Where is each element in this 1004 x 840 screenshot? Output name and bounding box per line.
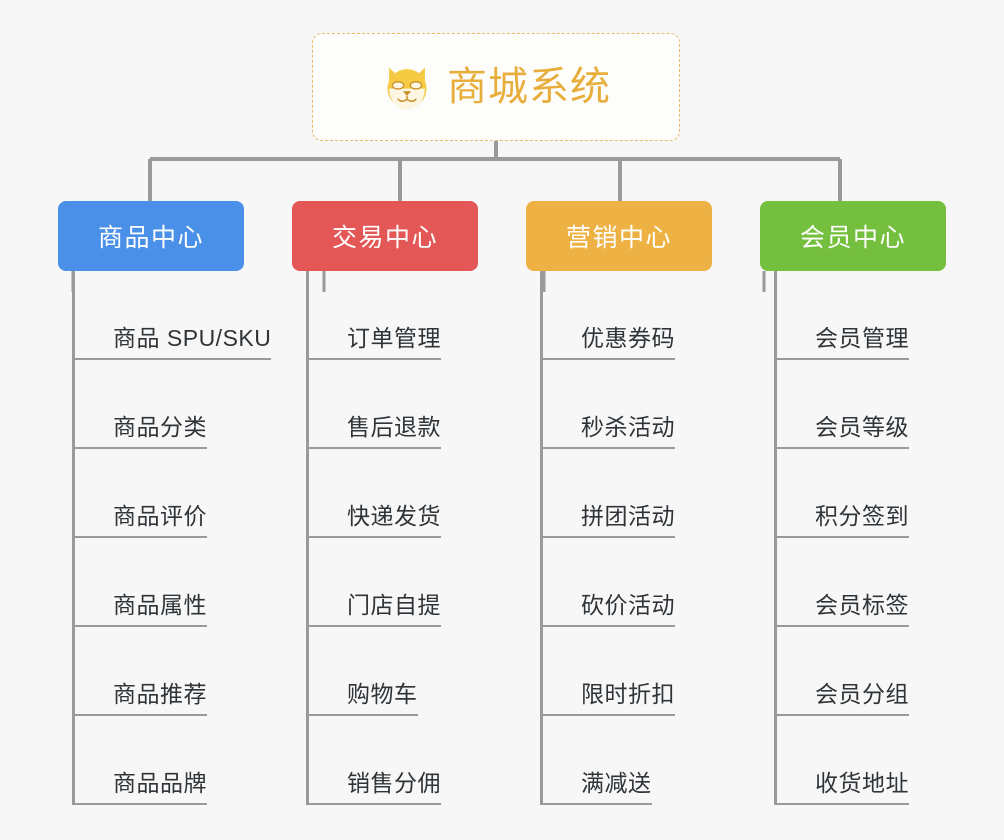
leaf-list-product: 商品 SPU/SKU 商品分类 商品评价 商品属性 商品推荐 商品品牌 (72, 271, 272, 805)
branch-column-marketing: 营销中心 优惠券码 秒杀活动 拼团活动 砍价活动 限时折扣 满减送 (498, 201, 717, 805)
list-item[interactable]: 商品 SPU/SKU (75, 271, 272, 360)
leaf-label: 商品品牌 (113, 772, 207, 805)
list-item[interactable]: 商品推荐 (75, 627, 252, 716)
branch-column-member: 会员中心 会员管理 会员等级 积分签到 会员标签 会员分组 收货地址 (718, 201, 946, 805)
leaf-label: 商品评价 (113, 505, 207, 538)
list-item[interactable]: 门店自提 (309, 538, 486, 627)
leaf-label: 商品分类 (113, 416, 207, 449)
list-item[interactable]: 商品评价 (75, 449, 252, 538)
branch-header-product[interactable]: 商品中心 (58, 201, 244, 271)
leaf-label: 拼团活动 (581, 505, 675, 538)
shiba-dog-face-icon (387, 67, 427, 110)
leaf-list-trade: 订单管理 售后退款 快递发货 门店自提 购物车 销售分佣 (306, 271, 486, 805)
list-item[interactable]: 购物车 (309, 627, 486, 716)
leaf-list-member: 会员管理 会员等级 积分签到 会员标签 会员分组 收货地址 (774, 271, 954, 805)
leaf-label: 满减送 (581, 772, 652, 805)
leaf-label: 门店自提 (347, 594, 441, 627)
leaf-label: 快递发货 (347, 505, 441, 538)
list-item[interactable]: 会员标签 (777, 538, 954, 627)
leaf-label: 商品 SPU/SKU (113, 327, 272, 360)
branch-header-marketing[interactable]: 营销中心 (526, 201, 712, 271)
list-item[interactable]: 收货地址 (777, 716, 954, 805)
branch-column-trade: 交易中心 订单管理 售后退款 快递发货 门店自提 购物车 销售分佣 (278, 201, 497, 805)
list-item[interactable]: 满减送 (543, 716, 720, 805)
list-item[interactable]: 售后退款 (309, 360, 486, 449)
leaf-label: 售后退款 (347, 416, 441, 449)
leaf-label: 会员管理 (815, 327, 909, 360)
root-node-label: 商城系统 (447, 65, 611, 109)
list-item[interactable]: 商品分类 (75, 360, 252, 449)
list-item[interactable]: 快递发货 (309, 449, 486, 538)
list-item[interactable]: 限时折扣 (543, 627, 720, 716)
branch-header-label: 交易中心 (331, 224, 438, 252)
list-item[interactable]: 商品品牌 (75, 716, 252, 805)
list-item[interactable]: 会员管理 (777, 271, 954, 360)
leaf-label: 会员分组 (815, 683, 909, 716)
branch-column-product: 商品中心 商品 SPU/SKU 商品分类 商品评价 商品属性 商品推荐 商品品牌 (58, 201, 277, 805)
leaf-label: 商品属性 (113, 594, 207, 627)
branch-header-trade[interactable]: 交易中心 (292, 201, 478, 271)
list-item[interactable]: 拼团活动 (543, 449, 720, 538)
branch-header-member[interactable]: 会员中心 (760, 201, 946, 271)
leaf-label: 优惠券码 (581, 327, 675, 360)
list-item[interactable]: 销售分佣 (309, 716, 486, 805)
root-node-shop-system[interactable]: 商城系统 (312, 33, 680, 141)
leaf-list-marketing: 优惠券码 秒杀活动 拼团活动 砍价活动 限时折扣 满减送 (540, 271, 720, 805)
list-item[interactable]: 订单管理 (309, 271, 486, 360)
leaf-label: 商品推荐 (113, 683, 207, 716)
branch-columns: 商品中心 商品 SPU/SKU 商品分类 商品评价 商品属性 商品推荐 商品品牌… (0, 201, 1004, 805)
leaf-label: 限时折扣 (581, 683, 675, 716)
leaf-label: 收货地址 (815, 772, 909, 805)
branch-header-label: 营销中心 (565, 224, 672, 252)
list-item[interactable]: 砍价活动 (543, 538, 720, 627)
branch-header-label: 商品中心 (97, 224, 204, 252)
list-item[interactable]: 商品属性 (75, 538, 252, 627)
list-item[interactable]: 积分签到 (777, 449, 954, 538)
leaf-label: 积分签到 (815, 505, 909, 538)
list-item[interactable]: 优惠券码 (543, 271, 720, 360)
list-item[interactable]: 秒杀活动 (543, 360, 720, 449)
branch-header-label: 会员中心 (799, 224, 906, 252)
leaf-label: 会员标签 (815, 594, 909, 627)
list-item[interactable]: 会员等级 (777, 360, 954, 449)
leaf-label: 会员等级 (815, 416, 909, 449)
list-item[interactable]: 会员分组 (777, 627, 954, 716)
leaf-label: 订单管理 (347, 327, 441, 360)
leaf-label: 购物车 (347, 683, 418, 716)
leaf-label: 销售分佣 (347, 772, 441, 805)
leaf-label: 砍价活动 (581, 594, 675, 627)
leaf-label: 秒杀活动 (581, 416, 675, 449)
